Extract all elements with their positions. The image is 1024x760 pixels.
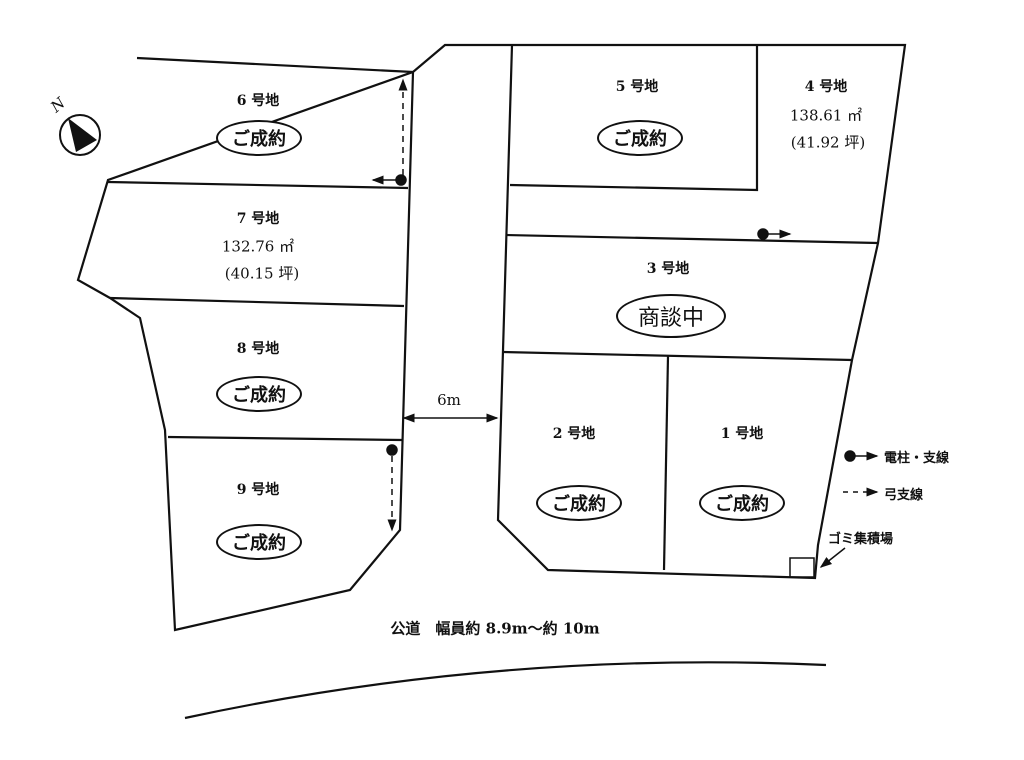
lot-9-status: ご成約 [216,524,302,560]
lot-divider-4-3 [505,233,879,245]
legend-guy-label: 弓支線 [884,488,924,503]
left-block-outline [76,43,907,632]
lot-divider-3-2 [502,350,853,362]
lot-divider-7-8 [109,296,405,308]
legend-garbage-label: ゴミ集積場 [828,532,894,547]
lot-8-status: ご成約 [216,376,302,412]
lot-7-tsubo: (40.15 坪) [224,264,300,283]
lot-divider-8-9 [167,435,403,442]
utility-pole-icon [395,174,407,186]
public-road-label: 公道 幅員約 8.9m～約 10m [390,619,600,638]
lot-9-label: 9 号地 [236,482,280,498]
lot-7-area: 132.76 ㎡ [221,237,295,256]
legend-pole-label: 電柱・支線 [884,451,950,466]
lot-3-status: 商談中 [615,294,727,338]
utility-pole-icon [757,228,769,240]
lot-1-status: ご成約 [699,485,785,521]
road-width-label: 6m [437,391,461,409]
lot-8-label: 8 号地 [236,341,280,357]
lot-1-label: 1 号地 [720,426,764,442]
lot-4-tsubo: (41.92 坪) [790,133,866,152]
utility-pole-icon [386,444,398,456]
lot-5-boundary [509,45,759,192]
lot-4-area: 138.61 ㎡ [789,106,863,125]
lot-5-status: ご成約 [597,120,683,156]
lot-2-status: ご成約 [536,485,622,521]
north-arrow-icon [59,114,101,156]
lot-2-label: 2 号地 [552,426,596,442]
lot-divider-2-1 [662,355,670,571]
lot-7-label: 7 号地 [236,211,280,227]
lot-3-label: 3 号地 [646,261,690,277]
garbage-area [789,557,815,578]
garbage-pointer-arrow [819,547,846,568]
public-road-edge [184,661,827,720]
legend-pole-icon [844,450,856,462]
lot-6-label: 6 号地 [236,93,280,109]
lot-4-label: 4 号地 [804,79,848,95]
lot-5-label: 5 号地 [615,79,659,95]
lot-divider-6-7 [107,180,409,190]
lot-6-status: ご成約 [216,120,302,156]
